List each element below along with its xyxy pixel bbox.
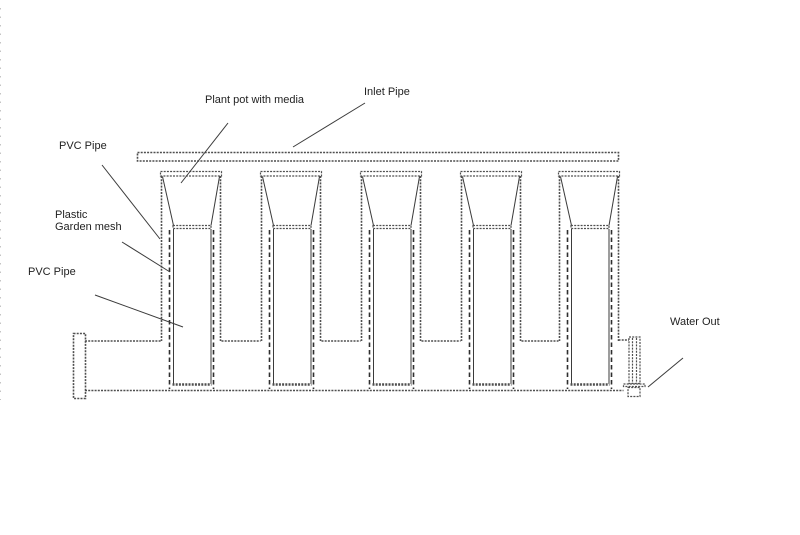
leader-mesh (121, 241, 171, 273)
leader-plant-pot (180, 122, 229, 184)
pot-column-3 (359, 170, 423, 391)
left-flange-shape (72, 332, 87, 400)
pot-column-4 (459, 170, 523, 391)
pot-column-5 (557, 170, 621, 391)
label-garden-mesh: Plastic Garden mesh (55, 209, 122, 233)
label-pvc-pipe-bottom: PVC Pipe (28, 266, 76, 278)
leader-pvc-top (101, 164, 161, 240)
label-pvc-pipe-top: PVC Pipe (59, 140, 107, 152)
water-outlet-shape (622, 336, 646, 398)
leader-inlet-pipe (292, 102, 366, 148)
leader-water-out (647, 357, 684, 388)
pot-column-2 (259, 170, 323, 391)
label-inlet-pipe: Inlet Pipe (364, 86, 410, 98)
leader-lines (94, 102, 684, 388)
label-water-out: Water Out (670, 316, 720, 328)
inlet-pipe-shape (136, 151, 620, 162)
bottom-channel-shape (85, 339, 629, 392)
label-plant-pot: Plant pot with media (205, 94, 305, 106)
pot-column-1 (159, 170, 223, 391)
leader-pvc-bottom (94, 294, 184, 328)
